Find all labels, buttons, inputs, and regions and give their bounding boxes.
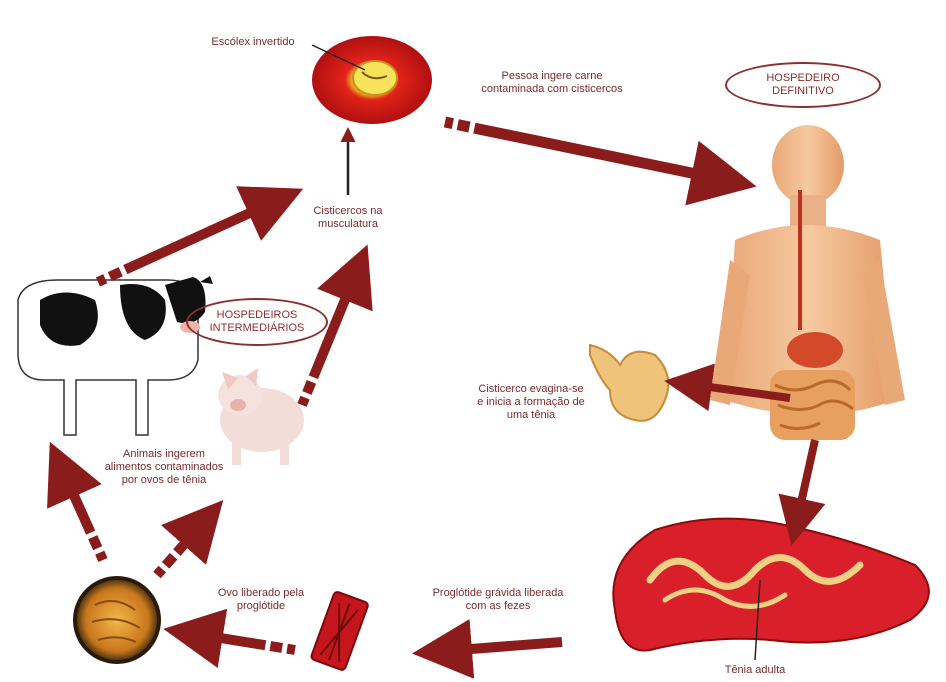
oval-definitive-host: HOSPEDEIRO DEFINITIVO [725, 62, 881, 108]
label-cysticerci-muscle: Cisticercos na musculatura [298, 205, 398, 231]
oval-intermediate-hosts: HOSPEDEIROS INTERMEDIÁRIOS [186, 298, 328, 346]
cysticercus-icon [312, 36, 432, 124]
label-egg-released: Ovo liberado pela proglótide [196, 587, 326, 613]
intestine-icon [613, 519, 929, 660]
label-scolex: Escólex invertido [188, 36, 318, 49]
label-adult-tapeworm: Tênia adulta [710, 664, 800, 677]
cow-icon [18, 276, 213, 435]
label-definitive-host: HOSPEDEIRO DEFINITIVO [727, 72, 879, 98]
label-animals-ingest: Animais ingerem alimentos contaminados p… [100, 448, 228, 487]
egg-icon [75, 578, 159, 662]
stomach-icon [590, 345, 668, 421]
pig-icon [218, 368, 304, 465]
label-cysticercus-evaginates: Cisticerco evagina-se e inicia a formaçã… [476, 383, 586, 422]
label-person-eats: Pessoa ingere carne contaminada com cist… [478, 70, 626, 96]
label-gravid-proglottid: Proglótide grávida liberada com as fezes [428, 587, 568, 613]
label-intermediate-hosts: HOSPEDEIROS INTERMEDIÁRIOS [188, 309, 326, 335]
